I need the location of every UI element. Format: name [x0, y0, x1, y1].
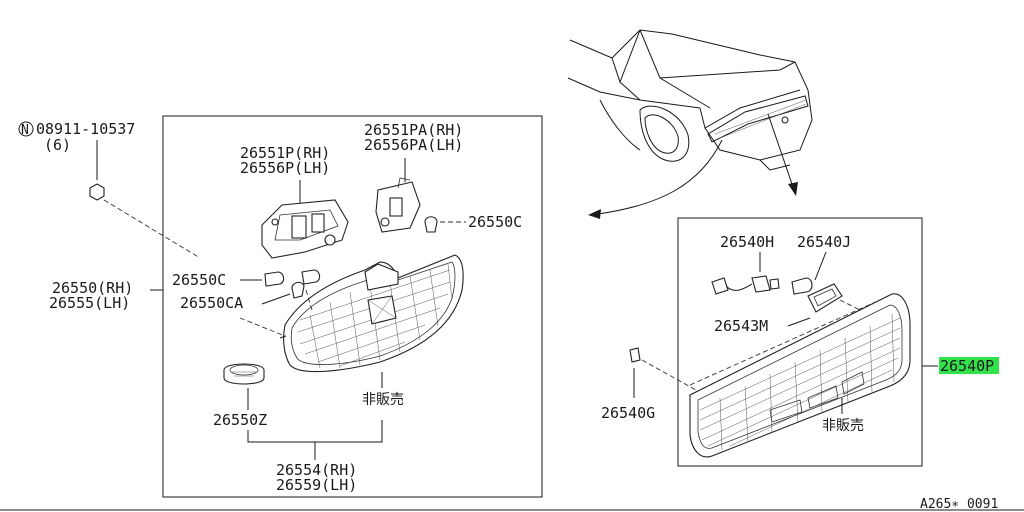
clip-label: 26540G — [601, 404, 655, 422]
grommet-group: 26550Z — [213, 363, 383, 460]
bolt-quantity: (6) — [44, 136, 71, 154]
socket2-lh-label: 26556PA(LH) — [364, 136, 463, 154]
clip-part — [629, 347, 641, 363]
harness-group: 26540H — [711, 233, 780, 295]
left-frame — [150, 115, 543, 498]
bolt-part-number: 08911-10537 — [36, 120, 135, 138]
harness-label: 26540H — [720, 233, 774, 251]
left-lamp-lens — [239, 254, 464, 373]
bulb-j-label: 26540J — [797, 233, 851, 251]
socket-pa-group: 26551PA(RH) 26556PA(LH) — [364, 121, 463, 233]
bulb-c-right-part — [424, 216, 438, 233]
bulb-j-part — [791, 277, 813, 295]
grommet-part — [223, 363, 265, 385]
harness-connector — [711, 277, 729, 295]
bulb-c-left-group: 26550C — [172, 269, 321, 289]
socket-rh-label: 26551P(RH) — [240, 144, 330, 162]
bulb-ca-part — [291, 281, 305, 299]
socket-m-label: 26543M — [714, 317, 768, 335]
right-frame — [677, 217, 938, 467]
socket-m-part — [807, 283, 843, 313]
clip-group: 26540G — [601, 347, 697, 422]
rear-panel-lamp — [689, 293, 911, 458]
socket2-rh-label: 26551PA(RH) — [364, 121, 463, 139]
highlight-box — [939, 357, 999, 374]
socket-lh-label: 26556P(LH) — [240, 159, 330, 177]
grommet-label: 26550Z — [213, 411, 267, 429]
harness-socket — [751, 275, 771, 293]
lamp-assembly-label: 26540P — [940, 357, 994, 375]
nut-part — [89, 183, 105, 201]
pointer-arrows — [588, 113, 798, 219]
bulb-c-left-part-1 — [264, 271, 285, 287]
not-for-sale-left: 非販売 — [362, 392, 404, 408]
bulb-c-right-label: 26550C — [468, 213, 522, 231]
assembly-label-group: 26554(RH) 26559(LH) — [276, 461, 357, 494]
bulb-ca-label: 26550CA — [180, 294, 243, 312]
not-for-sale-right: 非販売 — [822, 418, 864, 434]
bulb-ca-group: 26550CA — [180, 281, 305, 312]
socket-p-group: 26551P(RH) 26556P(LH) — [240, 144, 349, 259]
assembly-lh-label: 26559(LH) — [276, 476, 357, 494]
lamp-rh-label: 26550(RH) — [52, 279, 133, 297]
bolt-callout: N 08911-10537 (6) — [18, 120, 201, 259]
car-rear-illustration — [567, 29, 813, 171]
bulb-c-right-group: 26550C — [424, 213, 522, 233]
bolt-symbol: N — [21, 123, 29, 138]
bulb-c-left-part-2 — [301, 269, 321, 285]
reference-code: A265∗ 0091 — [920, 497, 998, 512]
lamp-lh-label: 26555(LH) — [49, 294, 130, 312]
lamp-label-group: 26550(RH) 26555(LH) — [49, 279, 133, 312]
bulb-j-group: 26540J — [791, 233, 851, 295]
assembly-rh-label: 26554(RH) — [276, 461, 357, 479]
bulb-c-left-label: 26550C — [172, 271, 226, 289]
